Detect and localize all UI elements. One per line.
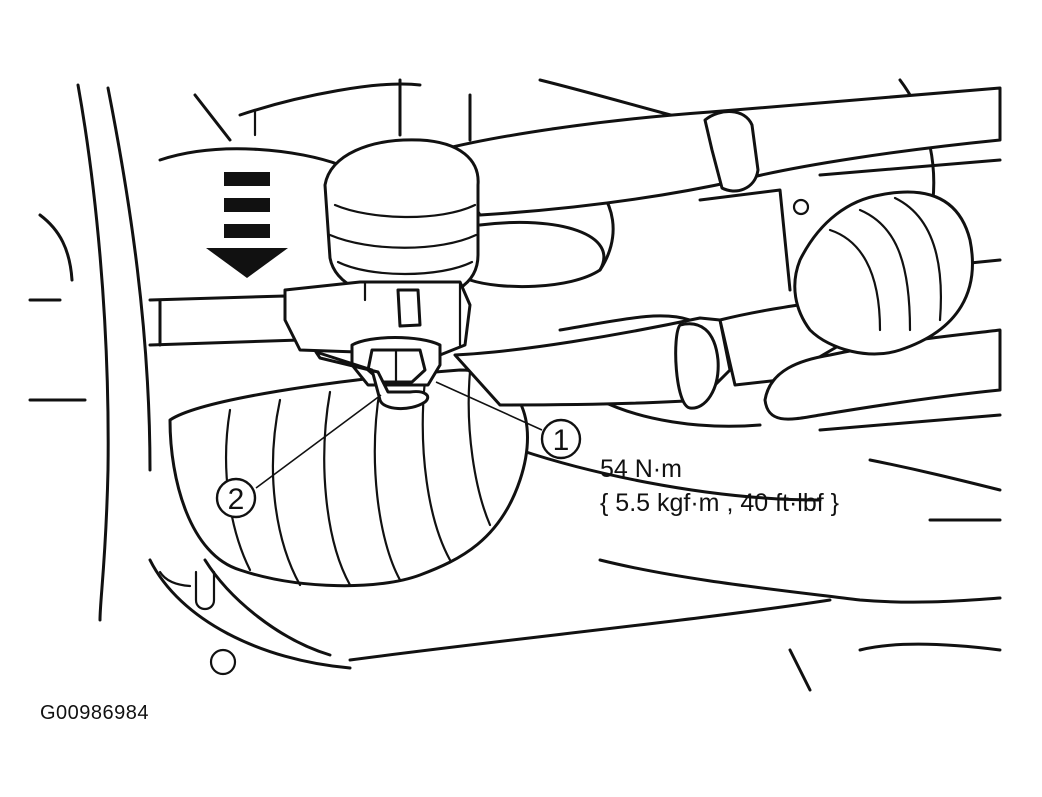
tie-rod-upper-arm (438, 86, 1002, 217)
drive-shaft-boot (168, 368, 529, 588)
tie-rod (453, 298, 1002, 421)
torque-specification: 54 N·m { 5.5 kgf·m , 40 ft·lbf } (600, 452, 839, 520)
callout-1-number: 1 (553, 424, 570, 457)
leader-line-1 (435, 381, 543, 431)
torque-alternate: { 5.5 kgf·m , 40 ft·lbf } (600, 489, 840, 517)
downward-arrow-icon (206, 172, 288, 278)
steering-rack-boot (793, 190, 974, 356)
torque-metric: 54 N·m (600, 455, 682, 483)
callout-2-number: 2 (228, 483, 245, 516)
lower-arm (148, 294, 304, 347)
cotter-pin (314, 350, 430, 410)
leader-line-2 (255, 394, 382, 489)
castle-nut (350, 336, 442, 387)
callout-1: 1 (540, 418, 582, 460)
figure-id: G00986984 (40, 702, 150, 724)
tie-rod-end (283, 138, 480, 357)
callout-2: 2 (215, 477, 257, 519)
leader-lines (255, 381, 543, 489)
